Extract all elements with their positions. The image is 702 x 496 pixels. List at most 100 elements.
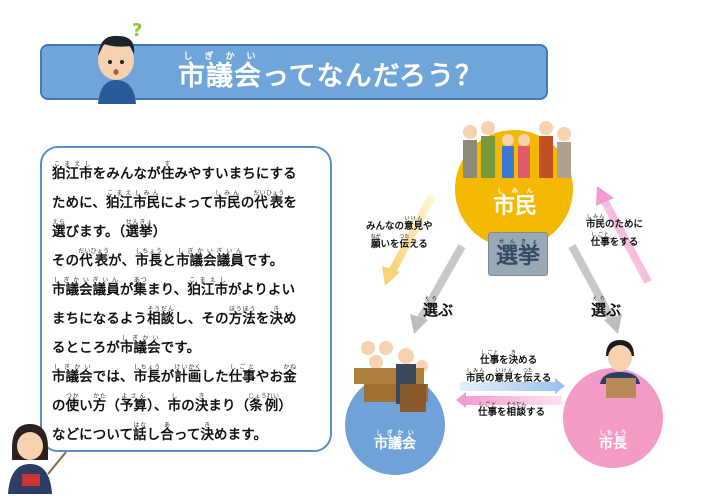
text-segment: やお [255, 370, 284, 385]
furigana: こまえしみん [105, 190, 161, 197]
explanation-line: その代表だいひょうが、市長しちょうと市議会議員しぎかいぎいんです。 [52, 247, 297, 276]
ruby-word: 話はな [133, 422, 147, 443]
ruby-word: 予算よさん [119, 393, 148, 414]
furigana: き [200, 422, 215, 429]
furigana: はな [133, 422, 147, 429]
ruby-word: 条例じょうれい [248, 393, 280, 414]
explanation-line: などについて話はなし合あって決きめます。 [52, 421, 297, 450]
text-segment: めます。 [214, 428, 268, 443]
ruby-word: 市議会しぎかい [119, 335, 161, 356]
teacher-illustration [8, 424, 67, 494]
page-title: 市議会しぎかいってなんだろう？ [178, 52, 483, 93]
text-segment: るところが [52, 341, 120, 356]
text-line: みんなの意見いけんや [366, 216, 433, 234]
furigana: いけん [404, 216, 424, 222]
text-segment: の [240, 196, 255, 211]
explanation-line: 市議会しぎかいでは、市長しちょうが計画けいかくした仕事しごとやお金かね [52, 363, 297, 392]
ruby-word: 方かた [92, 393, 107, 414]
text-segment: し [146, 428, 161, 443]
text-segment: まり、 [147, 283, 188, 298]
ruby-word: 集あつ [133, 277, 148, 298]
consult-arrow [456, 392, 562, 408]
ruby-word: 市議会議員しぎかいぎいん [52, 277, 120, 298]
furigana: こまえし [187, 277, 229, 284]
furigana: しごと [590, 232, 610, 238]
furigana: せんきょ [125, 219, 153, 226]
furigana: えら [423, 296, 439, 302]
text-segment: です。 [160, 341, 201, 356]
text-segment: ぶ [606, 301, 622, 319]
ruby-word: 市長しちょう [135, 248, 163, 269]
text-line: 願ねがいを伝つたえる [366, 234, 433, 252]
ruby-word: 選えら [591, 296, 607, 319]
furigana: しぎかい [178, 52, 262, 62]
ruby-word: 狛江市こまえし [187, 277, 229, 298]
ruby-word: 市民しみん [466, 368, 486, 384]
ruby-word: 代表だいひょう [78, 248, 110, 269]
ruby-word: 意見いけん [404, 216, 424, 232]
ruby-word: 市長しちょう [599, 430, 627, 452]
furigana: ほうほう [228, 306, 256, 313]
explanation-line: 市議会議員しぎかいぎいんが集あつまり、狛江市こまえしがよりよい [52, 276, 297, 305]
text-segment: を [513, 373, 524, 384]
opinion-text: みんなの意見いけんや願ねがいを伝つたえる [366, 216, 433, 252]
text-line: 仕事しごとを相談そうだんする [478, 402, 545, 420]
opinion-arrow [382, 194, 436, 286]
ruby-word: 合あ [160, 422, 174, 443]
text-segment: ってなんだろう？ [262, 61, 484, 92]
text-segment: を [499, 355, 509, 366]
text-segment: みんなの [366, 221, 405, 232]
ruby-word: 選挙せんきょ [495, 239, 540, 269]
text-segment: を [283, 196, 298, 211]
text-line: 仕事しごとを決きめる [466, 350, 551, 368]
furigana: だいひょう [253, 190, 285, 197]
decide-text: 仕事しごとを決きめる市民しみんの意見いけんを伝つたえる [466, 350, 551, 386]
furigana: だいひょう [78, 248, 110, 255]
furigana: しちょう [133, 364, 161, 371]
ruby-word: 意見いけん [494, 368, 514, 384]
text-segment: が [119, 283, 134, 298]
text-segment: し、その [174, 312, 229, 327]
ruby-word: 決き [508, 350, 519, 366]
ruby-word: 決き [269, 306, 284, 327]
text-segment: がよりよい [228, 283, 296, 298]
furigana: し [167, 393, 182, 400]
furigana: しちょう [599, 430, 627, 437]
elect-left-label: 選えらぶ [423, 296, 453, 320]
text-line: 市民しみんの意見いけんを伝つたえる [466, 368, 551, 386]
ruby-word: 選えら [52, 219, 66, 240]
furigana: しみん [492, 188, 537, 195]
work-text: 市民しみんのために仕事しごとをする [586, 214, 643, 250]
furigana: しごと [228, 364, 256, 371]
furigana: そうだん [147, 306, 175, 313]
ruby-word: 計画けいかく [174, 364, 202, 385]
explanation-line: の使つかい方かた（予算よさん）、市しの決きまり（条例じょうれい） [52, 392, 297, 421]
ruby-word: 市議会しぎかい [52, 364, 93, 385]
election-ballot-box: 選挙せんきょ [488, 232, 548, 276]
text-segment: の [485, 373, 495, 384]
text-segment: が [160, 370, 175, 385]
decide-arrow [460, 378, 565, 394]
text-segment: や [423, 221, 433, 232]
ruby-word: 使つか [65, 393, 80, 414]
text-segment: （ [106, 399, 120, 414]
explanation-line: まちになるよう相談そうだんし、その方法ほうほうを決きめ [52, 305, 297, 334]
furigana: えら [52, 219, 66, 226]
ruby-word: 狛江市民こまえしみん [105, 190, 161, 211]
furigana: しちょう [135, 248, 163, 255]
furigana: けいかく [174, 364, 202, 371]
mayor-label: 市長しちょう [590, 430, 636, 453]
text-segment: まちになるよう [52, 312, 148, 327]
council-label: 市議会しぎかい [365, 430, 425, 453]
furigana: き [508, 350, 519, 356]
ruby-word: 住す [160, 161, 175, 182]
ruby-word: 市民しみん [492, 188, 537, 219]
ruby-word: 市し [167, 393, 182, 414]
text-segment: い [79, 399, 93, 414]
ruby-word: 仕事しごと [478, 402, 498, 418]
explanation-line: 選えらびます。（選挙せんきょ） [52, 218, 297, 247]
text-line: 仕事しごとをする [586, 232, 643, 250]
ruby-word: 仕事しごと [480, 350, 500, 366]
furigana: しみん [466, 368, 485, 374]
